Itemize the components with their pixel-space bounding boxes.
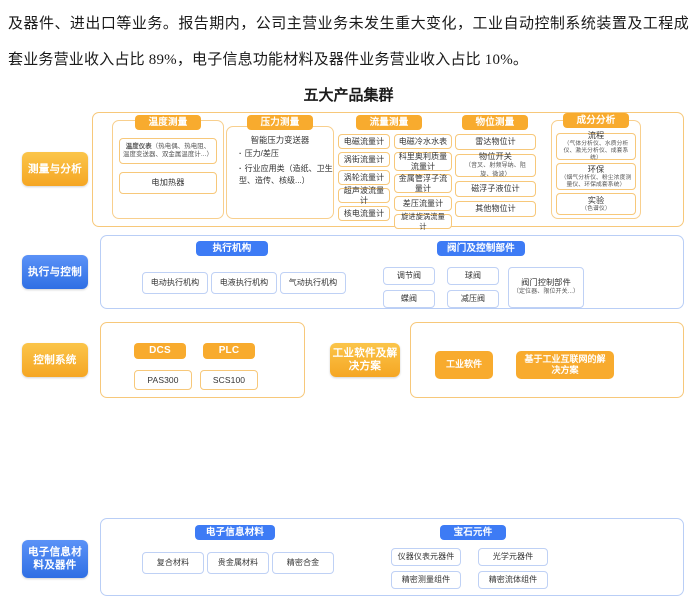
leaf-sub: （气体分析仪、水质分析仪、激光分析仪、成套系统） [563,141,629,161]
leaf-gem[interactable]: 光学元器件 [478,548,548,566]
leaf-head: 流程 [587,131,605,140]
figure-title: 五大产品集群 [303,88,394,104]
leaf-electronic-material[interactable]: 精密合金 [272,552,334,574]
chip-actuator[interactable]: 执行机构 [196,241,268,256]
leaf-flow[interactable]: 核电流量计 [338,206,390,221]
chip-valve[interactable]: 阀门及控制部件 [437,241,525,256]
leaf-valve[interactable]: 蝶阀 [383,290,435,308]
pressure-head: 智能压力变送器 [250,135,310,145]
leaf-text: 温度仪表（热电偶、热电阻、温度变送器、双金属温度计...） [123,143,213,159]
leaf-flow[interactable]: 电磁流量计 [338,134,390,149]
sidebar-item-measurement[interactable]: 测量与分析 [22,152,88,186]
list-item: 行业应用类（造纸、卫生型、造传、核级...） [239,163,343,187]
leaf-gem[interactable]: 精密测量组件 [391,571,461,589]
leaf-actuator[interactable]: 气动执行机构 [280,272,346,294]
leaf-analysis-env[interactable]: 环保 （烟气分析仪、粉尘浓度测量仪、环保成套系统） [556,163,636,190]
leaf-valve[interactable]: 调节阀 [383,267,435,285]
chip-flow[interactable]: 流量测量 [356,115,422,130]
leaf-temperature-instruments[interactable]: 温度仪表（热电偶、热电阻、温度变送器、双金属温度计...） [119,138,217,164]
leaf-valve[interactable]: 球阀 [447,267,499,285]
leaf-level-switch[interactable]: 物位开关 （音叉、射频导纳、阻旋、微波） [455,152,536,178]
sidebar-item-actuation[interactable]: 执行与控制 [22,255,88,289]
chip-temperature[interactable]: 温度测量 [135,115,201,130]
leaf-electronic-material[interactable]: 贵金属材料 [207,552,269,574]
leaf-level[interactable]: 其他物位计 [455,201,536,217]
leaf-level[interactable]: 磁浮子液位计 [455,181,536,197]
body-paragraph: 及器件、进出口等业务。报告期内，公司主营业务未发生重大变化，工业自动控制系统装置… [8,16,689,68]
chip-electronic-material[interactable]: 电子信息材料 [195,525,275,540]
leaf-level[interactable]: 雷达物位计 [455,134,536,150]
leaf-gem[interactable]: 仪器仪表元器件 [391,548,461,566]
leaf-sub: （定位器、限位开关...） [512,289,580,296]
leaf-sub: （热电偶、热电阻、温度变送器、双金属温度计...） [123,143,214,158]
sidebar-item-industrial-software[interactable]: 工业软件及解决方案 [330,343,400,377]
leaf-head: 阀门控制部件 [521,278,571,288]
chip-level[interactable]: 物位测量 [462,115,528,130]
leaf-electric-heater[interactable]: 电加热器 [119,172,217,194]
solid-iiot-solution[interactable]: 基于工业互联网的解决方案 [516,351,614,379]
leaf-gem[interactable]: 精密流体组件 [478,571,548,589]
chip-dcs[interactable]: DCS [134,343,186,359]
leaf-flow[interactable]: 涡街流量计 [338,152,390,167]
chip-gem-component[interactable]: 宝石元件 [440,525,506,540]
leaf-flow[interactable]: 差压流量计 [394,196,452,211]
leaf-flow[interactable]: 超声波流量计 [338,186,390,205]
list-item: 压力/差压 [239,148,343,160]
leaf-head: 物位开关 [478,152,513,162]
leaf-flow[interactable]: 科里奥利质量流量计 [394,152,452,171]
leaf-actuator[interactable]: 电动执行机构 [142,272,208,294]
pressure-bullets: 压力/差压 行业应用类（造纸、卫生型、造传、核级...） [230,148,343,190]
chip-plc[interactable]: PLC [203,343,255,359]
leaf-sub: （烟气分析仪、粉尘浓度测量仪、环保成套系统） [560,174,632,188]
leaf-pas300[interactable]: PAS300 [134,370,192,390]
leaf-head: 电加热器 [151,178,185,187]
group-temperature [112,120,224,219]
leaf-valve[interactable]: 减压阀 [447,290,499,308]
leaf-flow[interactable]: 金属管浮子流量计 [394,174,452,193]
leaf-flow[interactable]: 旋进旋涡流量计 [394,212,452,231]
product-cluster-diagram: 测量与分析 温度测量 温度仪表（热电偶、热电阻、温度变送器、双金属温度计...）… [0,100,697,596]
sidebar-item-electronic-materials[interactable]: 电子信息材料及器件 [22,540,88,578]
leaf-electronic-material[interactable]: 复合材料 [142,552,204,574]
leaf-head: 环保 [587,164,605,174]
leaf-analysis-process[interactable]: 流程 （气体分析仪、水质分析仪、激光分析仪、成套系统） [556,131,636,161]
leaf-head: 温度仪表 [125,143,152,150]
chip-analysis[interactable]: 成分分析 [563,113,629,128]
leaf-sub: （色谱仪） [581,205,611,212]
solid-industrial-software[interactable]: 工业软件 [435,351,493,379]
leaf-actuator[interactable]: 电液执行机构 [211,272,277,294]
leaf-sub: （音叉、射频导纳、阻旋、微波） [464,163,526,178]
leaf-flow[interactable]: 电磁冷水水表 [394,134,452,149]
leaf-analysis-lab[interactable]: 实验 （色谱仪） [556,193,636,215]
sidebar-item-control-system[interactable]: 控制系统 [22,343,88,377]
chip-pressure[interactable]: 压力测量 [247,115,313,130]
leaf-scs100[interactable]: SCS100 [200,370,258,390]
leaf-flow[interactable]: 涡轮流量计 [338,170,390,185]
leaf-valve-control-part[interactable]: 阀门控制部件 （定位器、限位开关...） [508,267,584,308]
leaf-head: 实验 [587,195,605,205]
